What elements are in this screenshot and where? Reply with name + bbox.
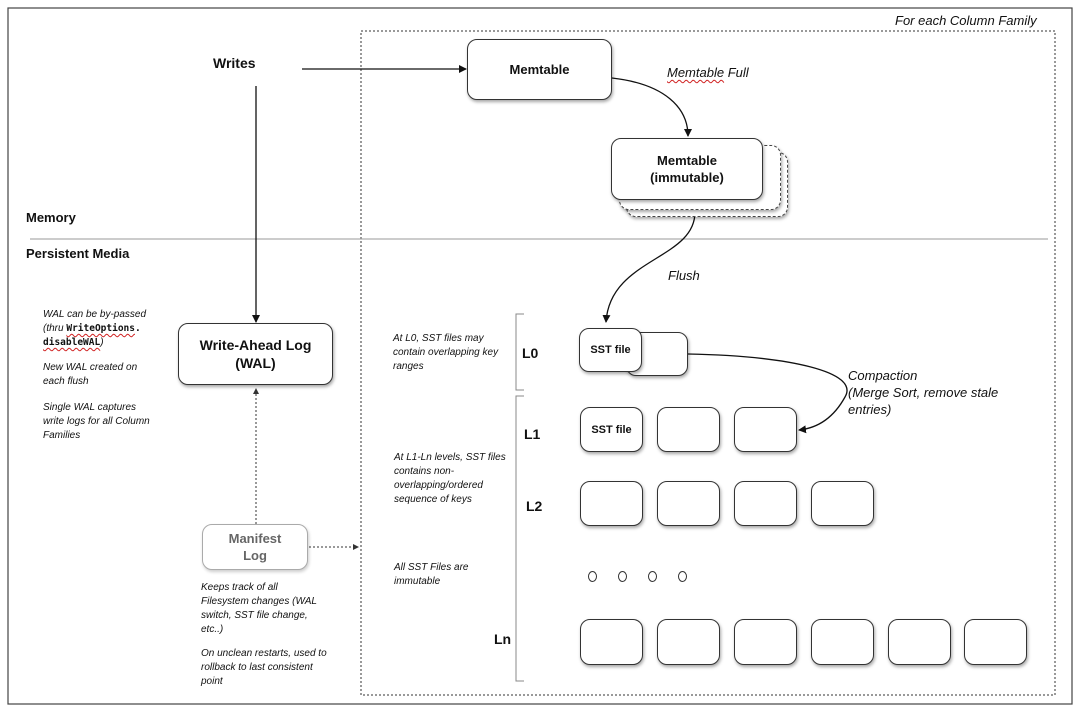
manifest-restart-line2: rollback to last consistent [201, 662, 313, 673]
l1-sst-file [657, 407, 720, 452]
ln-sst-file [811, 619, 874, 665]
l0-bracket [515, 313, 524, 391]
manifest-restart-line3: point [201, 676, 223, 687]
compaction-line2: (Merge Sort, remove stale [848, 385, 999, 400]
ellipsis-ring [618, 571, 627, 582]
manifest-track-line1: Keeps track of all [201, 582, 278, 593]
l1-sst-file [734, 407, 797, 452]
memtable-full-suffix: Full [724, 65, 749, 80]
level-l1-label: L1 [524, 426, 541, 442]
immutable-note: All SST Files are immutable [394, 561, 468, 589]
level-ln-label: Ln [494, 631, 512, 647]
compaction-line3: entries) [848, 402, 892, 417]
l1n-bracket [515, 395, 524, 682]
outer-frame [7, 7, 1073, 705]
l1n-note-line1: At L1-Ln levels, SST files [394, 452, 506, 463]
wal-single-line3: Families [43, 430, 81, 441]
memtable-box: Memtable [467, 39, 612, 100]
l1-sst-file: SST file [580, 407, 643, 452]
manifest-line2: Log [243, 548, 267, 563]
l0-note-line1: At L0, SST files may [393, 333, 484, 344]
wal-new-line2: each flush [43, 376, 89, 387]
column-family-label: For each Column Family [895, 13, 1037, 28]
wal-bypass-line2: (thru WriteOptions. [43, 323, 141, 334]
manifest-track-line3: switch, SST file change, [201, 610, 308, 621]
flush-label: Flush [668, 268, 700, 283]
ln-sst-file [888, 619, 951, 665]
wal-bypass-note: WAL can be by-passed (thru WriteOptions.… [43, 308, 146, 350]
l2-sst-file [657, 481, 720, 526]
memtable-full-word: Memtable [667, 65, 725, 80]
wal-bypass-line3: disableWAL) [43, 337, 104, 348]
memory-label: Memory [26, 210, 76, 225]
column-family-frame [360, 30, 1056, 696]
wal-new-line1: New WAL created on [43, 362, 138, 373]
memtable-full-label: Memtable Full [667, 65, 749, 80]
l2-sst-file [811, 481, 874, 526]
memtable-label: Memtable [509, 62, 570, 77]
immutable-memtable-box: Memtable (immutable) [611, 138, 763, 200]
writes-label: Writes [213, 55, 256, 71]
l1n-note: At L1-Ln levels, SST files contains non-… [394, 451, 506, 507]
wal-line2: (WAL) [235, 355, 276, 371]
compaction-arrow [687, 353, 848, 434]
ln-sst-file [580, 619, 643, 665]
wal-single-line2: write logs for all Column [43, 416, 150, 427]
manifest-restart-line1: On unclean restarts, used to [201, 648, 327, 659]
wal-new-note: New WAL created on each flush [43, 361, 137, 389]
manifest-restart-note: On unclean restarts, used to rollback to… [201, 647, 327, 689]
manifest-track-note: Keeps track of all Filesystem changes (W… [201, 581, 317, 637]
ellipsis-ring [588, 571, 597, 582]
l0-sst-file: SST file [579, 328, 642, 372]
wal-box: Write-Ahead Log (WAL) [178, 323, 333, 385]
persistent-media-label: Persistent Media [26, 246, 130, 261]
compaction-label: Compaction (Merge Sort, remove stale ent… [848, 367, 998, 418]
flush-arrow [602, 211, 696, 323]
memtable-full-arrow [611, 77, 692, 137]
wal-single-note: Single WAL captures write logs for all C… [43, 401, 150, 443]
ln-sst-file [657, 619, 720, 665]
ln-sst-file [964, 619, 1027, 665]
ellipsis-ring [648, 571, 657, 582]
immutable-memtable-line2: (immutable) [650, 170, 724, 185]
level-l0-label: L0 [522, 345, 539, 361]
l0-note: At L0, SST files may contain overlapping… [393, 332, 498, 374]
l1n-note-line2: contains non- [394, 466, 455, 477]
l2-sst-file [734, 481, 797, 526]
l2-sst-file [580, 481, 643, 526]
wal-line1: Write-Ahead Log [199, 337, 312, 353]
wal-single-line1: Single WAL captures [43, 402, 137, 413]
l0-note-line2: contain overlapping key [393, 347, 499, 358]
immutable-note-line2: immutable [394, 576, 441, 587]
l0-note-line3: ranges [393, 361, 424, 372]
immutable-note-line1: All SST Files are [394, 562, 469, 573]
manifest-box: Manifest Log [202, 524, 308, 570]
immutable-memtable-line1: Memtable [657, 153, 717, 168]
wal-bypass-line1: WAL can be by-passed [43, 309, 147, 320]
ellipsis-ring [678, 571, 687, 582]
l1n-note-line4: sequence of keys [394, 494, 472, 505]
l1n-note-line3: overlapping/ordered [394, 480, 483, 491]
l1-sst-file-label: SST file [591, 423, 632, 436]
l0-sst-file-label: SST file [590, 344, 631, 356]
compaction-line1: Compaction [848, 368, 918, 383]
manifest-line1: Manifest [228, 531, 282, 546]
ln-sst-file [734, 619, 797, 665]
level-l2-label: L2 [526, 498, 543, 514]
manifest-track-line2: Filesystem changes (WAL [201, 596, 317, 607]
manifest-track-line4: etc..) [201, 624, 224, 635]
